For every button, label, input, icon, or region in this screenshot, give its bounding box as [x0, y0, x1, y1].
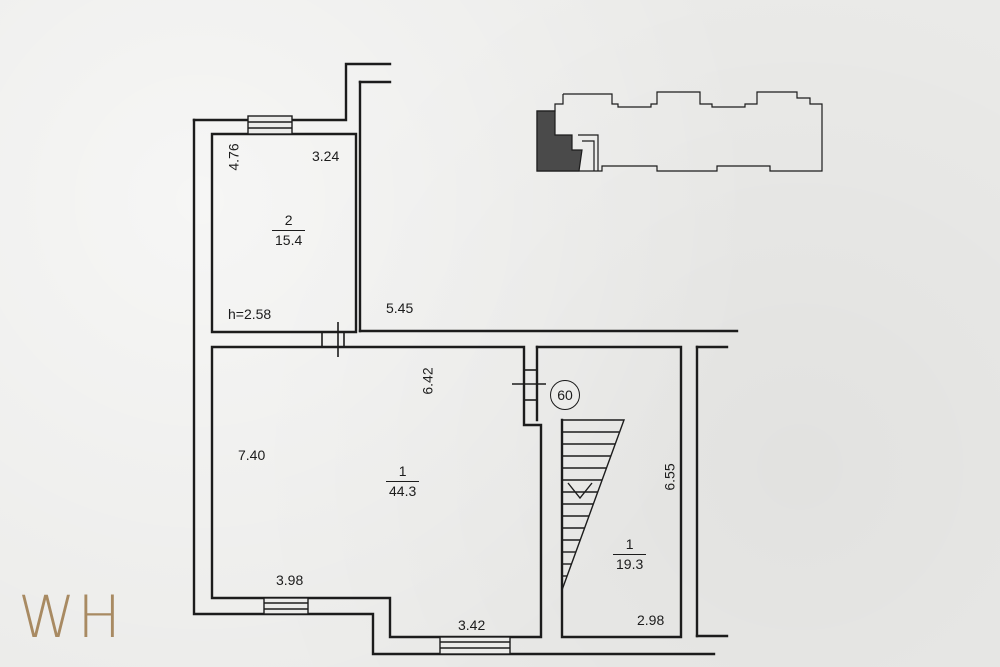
room2-depth-dim: 4.76	[225, 143, 242, 171]
window-room1-left	[263, 597, 309, 615]
room2-outer-top-right	[290, 62, 392, 122]
stair-room-label: 1 19.3	[613, 536, 647, 574]
room1-label: 1 44.3	[386, 463, 420, 501]
room2-area: 15.4	[272, 229, 306, 250]
room2-height: h=2.58	[228, 306, 272, 322]
window-room2	[247, 115, 293, 135]
corridor-dim: 5.45	[386, 300, 414, 316]
doors	[321, 322, 546, 401]
stair-room-width-dim: 2.98	[637, 612, 665, 628]
stair-room-area: 19.3	[613, 553, 647, 574]
room1-inner	[210, 345, 543, 639]
stair-room-depth-dim: 6.55	[661, 463, 678, 491]
stair-badge: 60	[550, 380, 580, 410]
staircase	[561, 419, 626, 591]
room1-number: 1	[398, 463, 407, 479]
room1-area: 44.3	[386, 480, 420, 501]
window-room1-bottom	[439, 636, 511, 655]
room1-left-dim: 7.40	[238, 447, 266, 463]
room2-inner	[210, 132, 358, 334]
outer-wall-left	[192, 118, 716, 656]
brand-logo: WH	[18, 583, 123, 651]
location-plan	[536, 91, 823, 172]
room2-label: 2 15.4	[272, 212, 306, 250]
room1-bottom-dim: 3.98	[276, 572, 304, 588]
windows	[247, 115, 511, 655]
room2-number: 2	[284, 212, 293, 228]
room1-depth-dim: 6.42	[419, 367, 436, 395]
room1-bottom-dim2: 3.42	[458, 617, 486, 633]
stair-room-number: 1	[625, 536, 634, 552]
room2-width-dim: 3.24	[312, 148, 340, 164]
